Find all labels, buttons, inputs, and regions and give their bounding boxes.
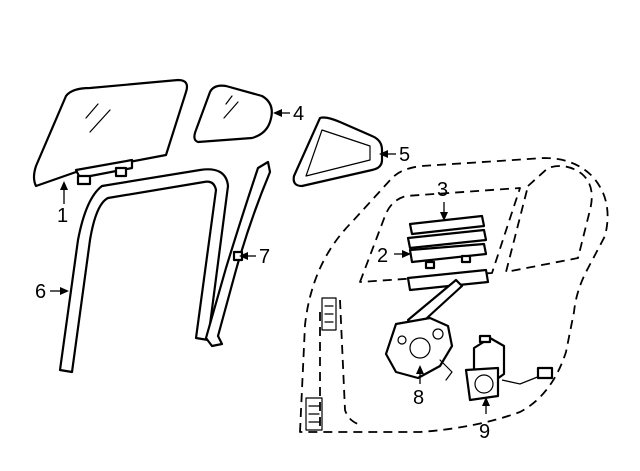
callout-8: 8 [413,365,424,409]
part-1-door-glass [32,78,189,188]
arrow-icon [60,287,69,295]
arrow-icon [239,252,248,260]
arrow-icon [482,397,490,406]
callout-label: 2 [377,245,388,267]
callout-label: 3 [437,179,448,201]
callout-5: 5 [379,144,410,166]
callout-3: 3 [437,179,448,221]
callout-7: 7 [239,246,270,268]
part-7-rear-channel [204,160,272,348]
arrow-icon [440,212,448,221]
callout-label: 1 [57,205,68,227]
callout-2: 2 [377,245,411,267]
part-2-lower-channel [406,242,490,292]
arrow-icon [416,365,424,374]
part-8-regulator [384,278,464,381]
callout-1: 1 [57,181,68,227]
callout-6: 6 [35,281,69,303]
arrow-icon [60,181,68,190]
part-4-quarter-glass [193,84,273,144]
callout-9: 9 [479,397,490,443]
part-9-motor [464,334,554,402]
callout-label: 5 [399,144,410,166]
part-5-quarter-seal [292,116,384,188]
arrow-icon [379,150,388,158]
callout-label: 8 [413,387,424,409]
door-shell-outline [299,157,609,433]
callout-label: 6 [35,281,46,303]
arrow-icon [402,250,411,258]
hinge-brackets [305,297,337,431]
callout-label: 4 [293,103,304,125]
part-3-upper-channel [406,214,488,250]
callout-label: 9 [479,421,490,443]
part-6-glass-run [58,168,230,374]
callout-label: 7 [259,246,270,268]
callout-4: 4 [273,103,304,125]
arrow-icon [273,109,282,117]
